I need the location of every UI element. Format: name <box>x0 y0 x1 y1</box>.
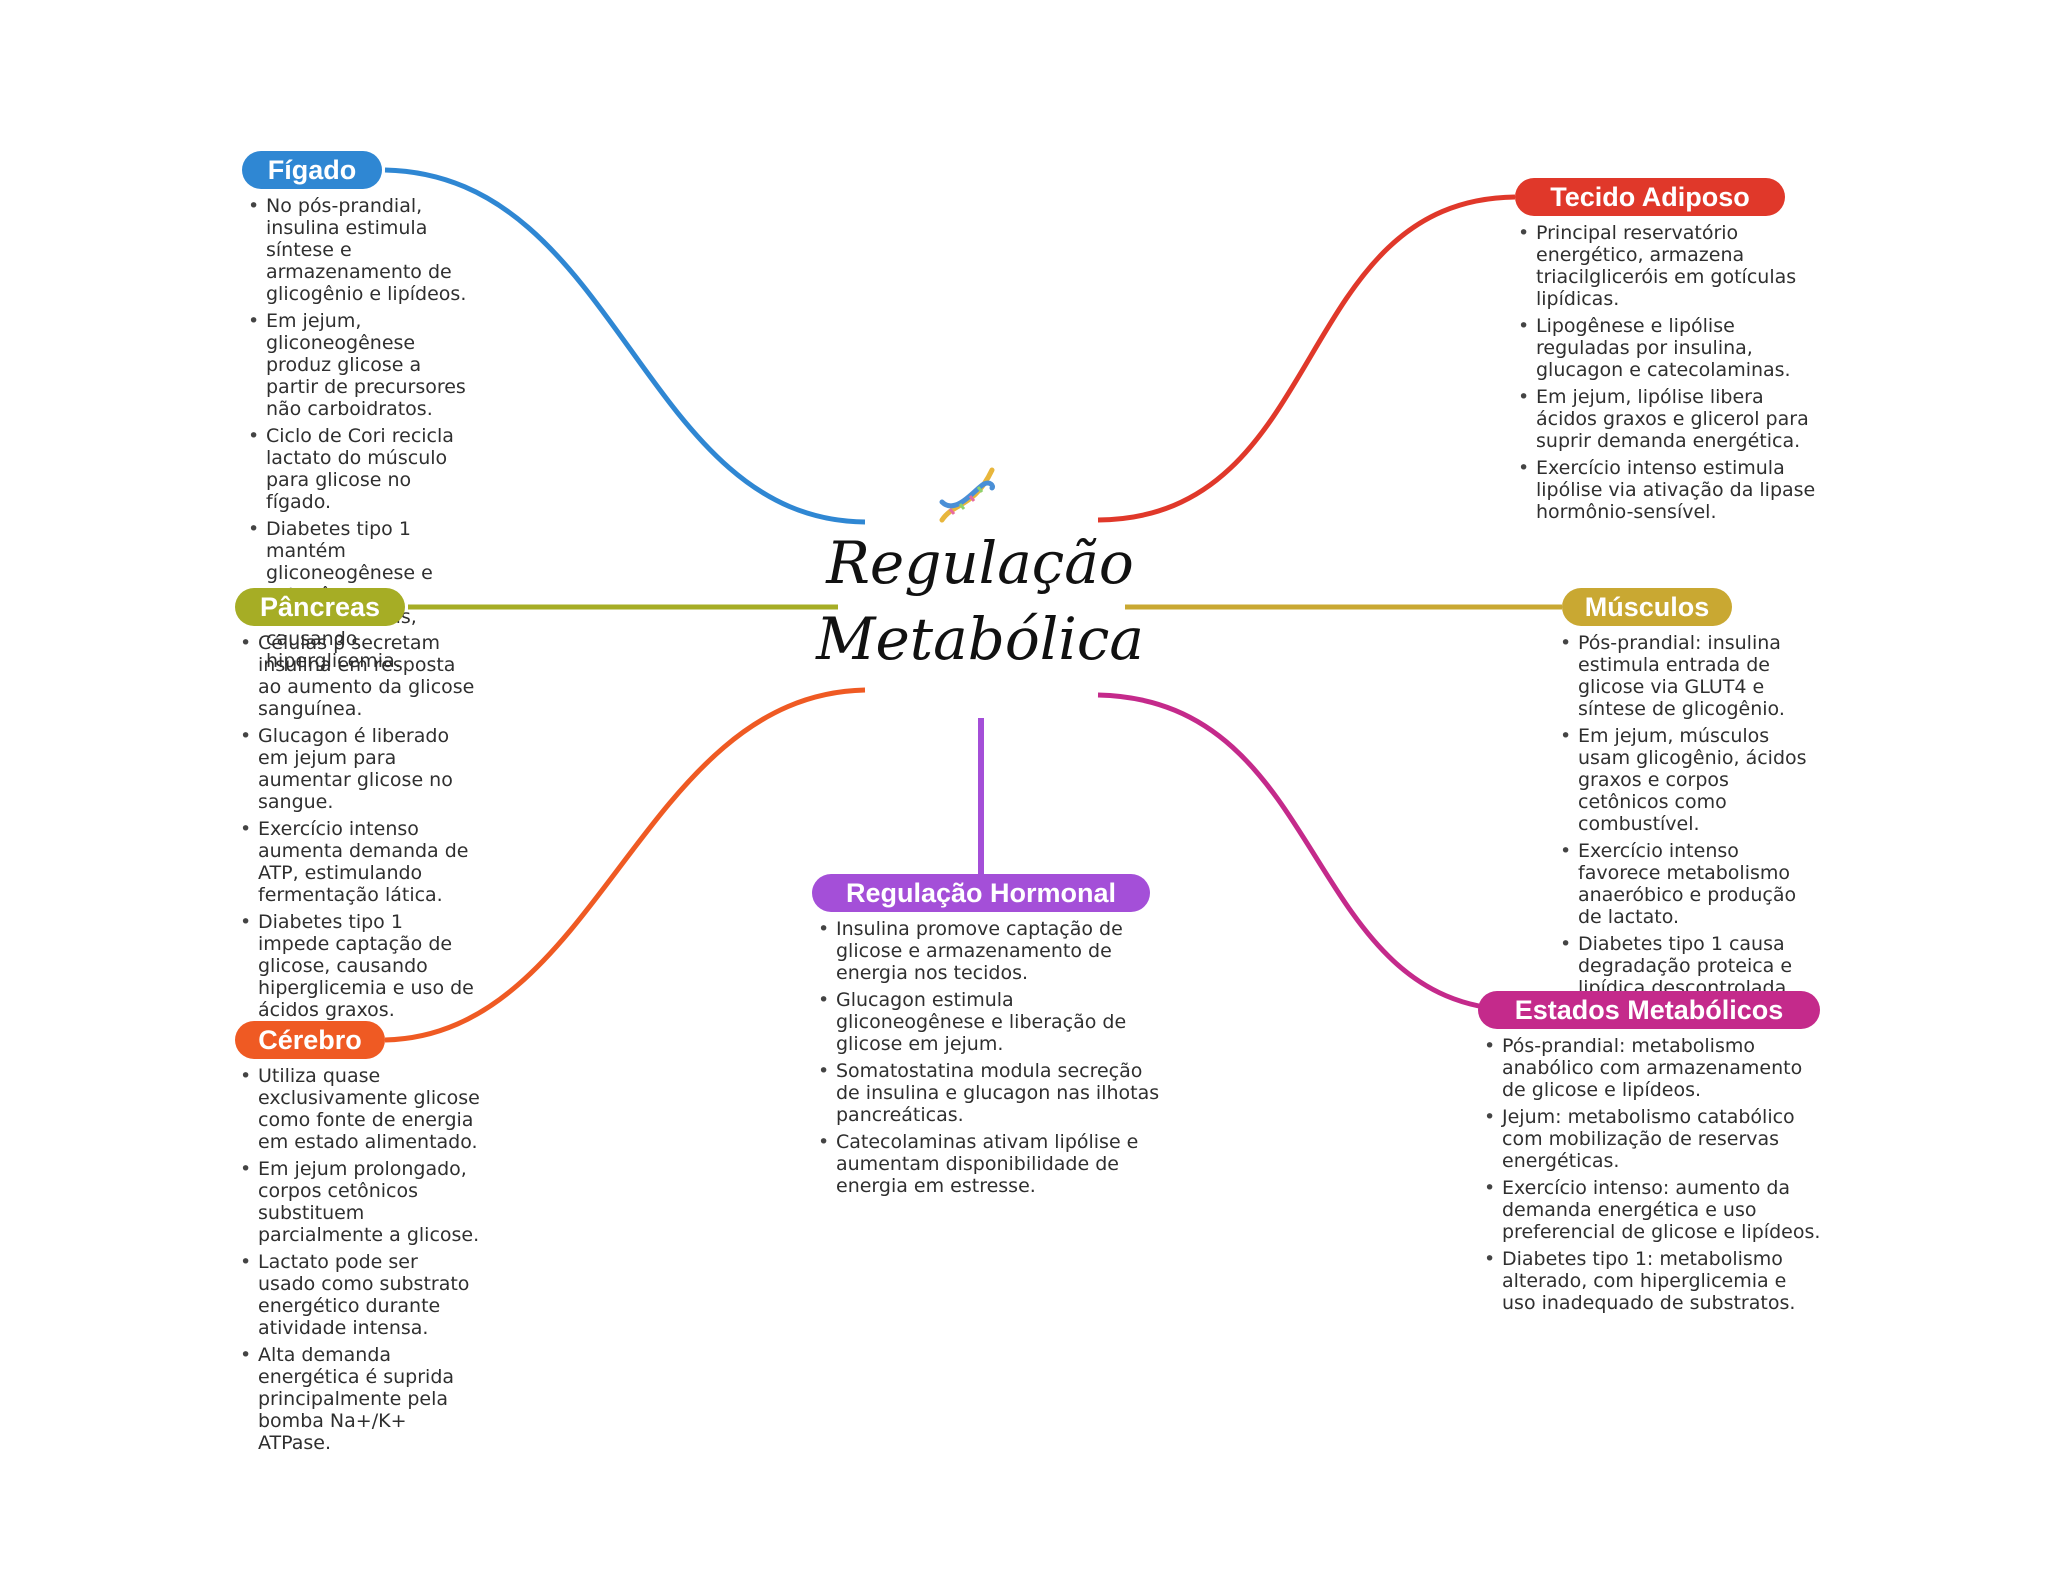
bullet-item: Em jejum, lipólise libera ácidos graxos … <box>1518 386 1818 452</box>
node-regulacao-hormonal[interactable]: Regulação Hormonal <box>812 874 1150 912</box>
node-figado[interactable]: Fígado <box>242 151 382 189</box>
bullet-item: Catecolaminas ativam lipólise e aumentam… <box>818 1131 1168 1197</box>
bullet-item: Diabetes tipo 1: metabolismo alterado, c… <box>1484 1248 1824 1314</box>
bullet-item: Alta demanda energética é suprida princi… <box>240 1344 480 1454</box>
bullet-item: Pós-prandial: insulina estimula entrada … <box>1560 632 1810 720</box>
bullet-item: Diabetes tipo 1 impede captação de glico… <box>240 911 480 1021</box>
connector-estados <box>1097 692 1516 1013</box>
bullet-item: Glucagon estimula gliconeogênese e liber… <box>818 989 1168 1055</box>
node-estados-metabolicos[interactable]: Estados Metabólicos <box>1478 991 1820 1029</box>
connector-tecido-adiposo <box>1097 194 1516 523</box>
bullet-item: Exercício intenso favorece metabolismo a… <box>1560 840 1810 928</box>
bullet-item: Lipogênese e lipólise reguladas por insu… <box>1518 315 1818 381</box>
bullet-item: Utiliza quase exclusivamente glicose com… <box>240 1065 480 1153</box>
bullet-item: Pós-prandial: metabolismo anabólico com … <box>1484 1035 1824 1101</box>
connector-figado <box>384 167 866 525</box>
node-tecido-adiposo[interactable]: Tecido Adiposo <box>1515 178 1785 216</box>
bullet-item: Lactato pode ser usado como substrato en… <box>240 1251 480 1339</box>
dna-icon <box>939 467 995 523</box>
title-line-2: Metabólica <box>816 605 1144 673</box>
bullet-item: Em jejum prolongado, corpos cetônicos su… <box>240 1158 480 1246</box>
bullet-item: Glucagon é liberado em jejum para aument… <box>240 725 480 813</box>
bullet-item: Jejum: metabolismo catabólico com mobili… <box>1484 1106 1824 1172</box>
cerebro-bullets: Utiliza quase exclusivamente glicose com… <box>240 1065 480 1459</box>
bullet-item: Ciclo de Cori recicla lactato do músculo… <box>248 425 478 513</box>
bullet-item: Exercício intenso: aumento da demanda en… <box>1484 1177 1824 1243</box>
node-cerebro[interactable]: Cérebro <box>235 1021 385 1059</box>
bullet-item: Principal reservatório energético, armaz… <box>1518 222 1818 310</box>
bullet-item: Somatostatina modula secreção de insulin… <box>818 1060 1168 1126</box>
estados-bullets: Pós-prandial: metabolismo anabólico com … <box>1484 1035 1824 1319</box>
hormonal-bullets: Insulina promove captação de glicose e a… <box>818 918 1168 1202</box>
bullet-item: No pós-prandial, insulina estimula sínte… <box>248 195 478 305</box>
node-pancreas[interactable]: Pâncreas <box>235 588 405 626</box>
bullet-item: Em jejum, músculos usam glicogênio, ácid… <box>1560 725 1810 835</box>
bullet-item: Em jejum, gliconeogênese produz glicose … <box>248 310 478 420</box>
bullet-item: Insulina promove captação de glicose e a… <box>818 918 1168 984</box>
pancreas-bullets: Células β secretam insulina em resposta … <box>240 632 480 1026</box>
tecido-adiposo-bullets: Principal reservatório energético, armaz… <box>1518 222 1818 528</box>
bullet-item: Células β secretam insulina em resposta … <box>240 632 480 720</box>
bullet-item: Exercício intenso estimula lipólise via … <box>1518 457 1818 523</box>
bullet-item: Exercício intenso aumenta demanda de ATP… <box>240 818 480 906</box>
title-line-1: Regulação <box>826 529 1134 597</box>
node-musculos[interactable]: Músculos <box>1562 588 1732 626</box>
central-title: Regulação Metabólica <box>800 525 1160 677</box>
musculos-bullets: Pós-prandial: insulina estimula entrada … <box>1560 632 1810 1026</box>
